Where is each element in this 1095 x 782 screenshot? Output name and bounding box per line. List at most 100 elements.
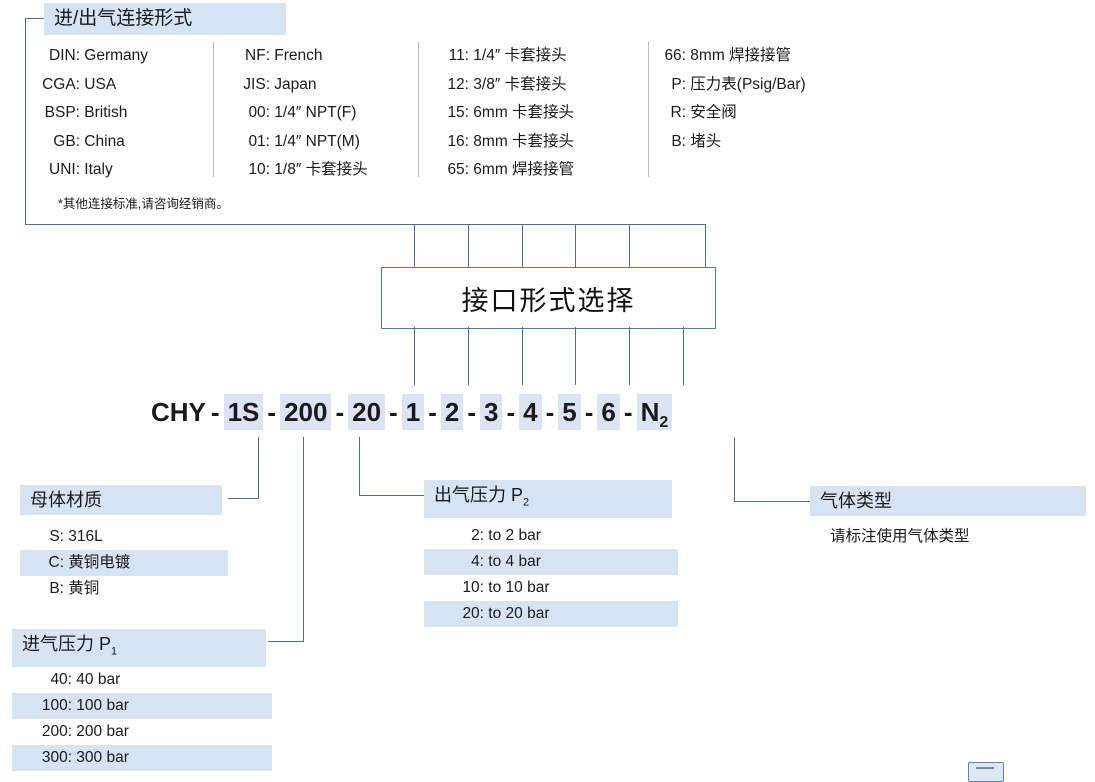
connection-option-desc: 1/8″ 卡套接头 xyxy=(270,161,368,178)
connection-option-desc: 3/8″ 卡套接头 xyxy=(469,75,567,93)
part-code-segment[interactable]: 3 xyxy=(480,394,503,430)
connector-up-5 xyxy=(629,224,630,268)
connection-option-desc: Italy xyxy=(80,161,113,178)
connection-option-row[interactable]: 00: 1/4″ NPT(F) xyxy=(232,99,368,128)
connection-option-row[interactable]: GB: China xyxy=(38,128,148,157)
connection-option-desc: USA xyxy=(80,75,117,93)
interface-type-selection-box[interactable]: 接口形式选择 xyxy=(381,267,716,329)
page-indicator-bar-icon xyxy=(976,767,994,769)
part-code-dash: - xyxy=(428,397,437,427)
part-code-dash: - xyxy=(389,397,398,427)
outlet-pressure-option[interactable]: 4: to 4 bar xyxy=(424,549,678,575)
connector-down-4 xyxy=(575,327,576,385)
option-code: S: xyxy=(49,528,64,545)
part-code-segment[interactable]: 6 xyxy=(597,394,620,430)
outlet-pressure-option[interactable]: 10: to 10 bar xyxy=(424,575,678,601)
part-code-dash: - xyxy=(467,397,476,427)
part-code-segment[interactable]: N2 xyxy=(636,394,673,431)
connection-option-row[interactable]: CGA: USA xyxy=(38,71,148,100)
connection-option-code: 11: xyxy=(448,47,469,64)
connection-option-row[interactable]: NF: French xyxy=(232,42,368,71)
connection-option-row[interactable]: P: 压力表(Psig/Bar) xyxy=(660,71,805,100)
connection-option-code: NF: xyxy=(245,47,270,64)
connector-up-6 xyxy=(705,224,706,268)
inlet-pressure-option[interactable]: 40: 40 bar xyxy=(12,667,272,693)
connection-option-row[interactable]: UNI: Italy xyxy=(38,156,148,185)
body-material-option[interactable]: C: 黄铜电镀 xyxy=(20,550,228,576)
part-code-segment[interactable]: 200 xyxy=(280,394,332,430)
connector-up-4 xyxy=(575,224,576,268)
part-code-segment[interactable]: CHY xyxy=(151,397,206,427)
gas-type-title: 气体类型 xyxy=(810,486,1086,516)
connection-option-row[interactable]: R: 安全阀 xyxy=(660,99,806,128)
option-desc: to 2 bar xyxy=(484,527,541,544)
body-material-option[interactable]: S: 316L xyxy=(20,524,228,550)
connection-option-desc: 1/4″ 卡套接头 xyxy=(469,47,567,64)
connection-option-row[interactable]: 15: 6mm 卡套接头 xyxy=(437,99,574,128)
connector-inlet-pressure-h xyxy=(268,641,304,642)
connection-option-row[interactable]: 10: 1/8″ 卡套接头 xyxy=(232,156,368,185)
top-panel-note: *其他连接标准,请咨询经销商。 xyxy=(58,197,229,211)
part-code-dash: - xyxy=(584,397,594,427)
connection-option-row[interactable]: 12: 3/8″ 卡套接头 xyxy=(437,71,574,100)
part-code-segment[interactable]: 2 xyxy=(440,394,464,430)
top-panel-title-wrap: 进/出气连接形式 xyxy=(44,3,286,35)
inlet-pressure-option[interactable]: 300: 300 bar xyxy=(12,745,272,771)
option-code: 10: xyxy=(462,579,484,596)
connection-option-desc: 6mm 卡套接头 xyxy=(469,104,575,121)
connection-option-desc: French xyxy=(270,47,323,64)
connection-option-row[interactable]: 65: 6mm 焊接接管 xyxy=(437,156,574,185)
part-code-dash: - xyxy=(335,397,345,427)
option-code: C: xyxy=(48,554,65,571)
inlet-pressure-option[interactable]: 100: 100 bar xyxy=(12,693,272,719)
connection-option-code: 01: xyxy=(248,132,270,150)
body-material-title: 母体材质 xyxy=(20,485,222,515)
body-material-title-wrap: 母体材质 xyxy=(20,485,222,515)
connection-option-row[interactable]: 01: 1/4″ NPT(M) xyxy=(232,128,368,157)
outlet-pressure-option[interactable]: 20: to 20 bar xyxy=(424,601,678,627)
part-code-segment[interactable]: 5 xyxy=(558,394,581,430)
part-code-dash: - xyxy=(267,397,277,427)
outlet-pressure-option[interactable]: 2: to 2 bar xyxy=(424,523,678,549)
connection-option-code: JIS: xyxy=(243,75,270,93)
connection-option-code: R: xyxy=(670,104,687,121)
body-material-option[interactable]: B: 黄铜 xyxy=(20,576,228,602)
part-code-segment[interactable]: 20 xyxy=(348,394,386,430)
connection-option-row[interactable]: JIS: Japan xyxy=(232,71,368,100)
part-code-segment[interactable]: 1S xyxy=(223,394,264,430)
option-desc: to 20 bar xyxy=(484,605,550,622)
connection-option-row[interactable]: BSP: British xyxy=(38,99,148,128)
connector-body-material-v xyxy=(258,437,259,498)
part-code-segment[interactable]: 1 xyxy=(401,394,425,430)
part-code-dash: - xyxy=(545,397,555,427)
option-desc: 40 bar xyxy=(72,671,121,688)
part-code-dash: - xyxy=(210,397,220,427)
connection-option-row[interactable]: 16: 8mm 卡套接头 xyxy=(437,128,574,157)
connection-option-row[interactable]: B: 堵头 xyxy=(660,128,806,157)
connection-option-code: 66: xyxy=(664,47,686,64)
outlet-pressure-title-wrap: 出气压力 P2 xyxy=(424,480,672,518)
inlet-pressure-option[interactable]: 200: 200 bar xyxy=(12,719,272,745)
connection-option-row[interactable]: DIN: Germany xyxy=(38,42,148,71)
option-desc: 黄铜电镀 xyxy=(64,554,131,571)
option-desc: to 10 bar xyxy=(484,579,550,596)
connector-down-6 xyxy=(683,327,684,385)
part-code-segment[interactable]: 4 xyxy=(519,394,542,430)
page-indicator-widget[interactable] xyxy=(968,762,1004,782)
part-number-code[interactable]: CHY-1S-200-20-1-2-3-4-5-6-N2 xyxy=(150,392,673,443)
connection-option-row[interactable]: 11: 1/4″ 卡套接头 xyxy=(437,42,574,71)
connection-option-row[interactable]: 66: 8mm 焊接接管 xyxy=(660,42,806,71)
connection-option-desc: Japan xyxy=(270,75,317,93)
connector-outlet-pressure-v xyxy=(359,437,360,495)
connector-up-1 xyxy=(414,224,415,268)
connection-option-desc: Germany xyxy=(80,47,149,64)
top-bracket-bottom-edge xyxy=(25,224,706,225)
connection-option-desc: 8mm 卡套接头 xyxy=(469,132,575,150)
connection-option-desc: China xyxy=(80,132,125,150)
option-code: 2: xyxy=(471,527,484,544)
connector-body-material-h xyxy=(228,498,259,499)
